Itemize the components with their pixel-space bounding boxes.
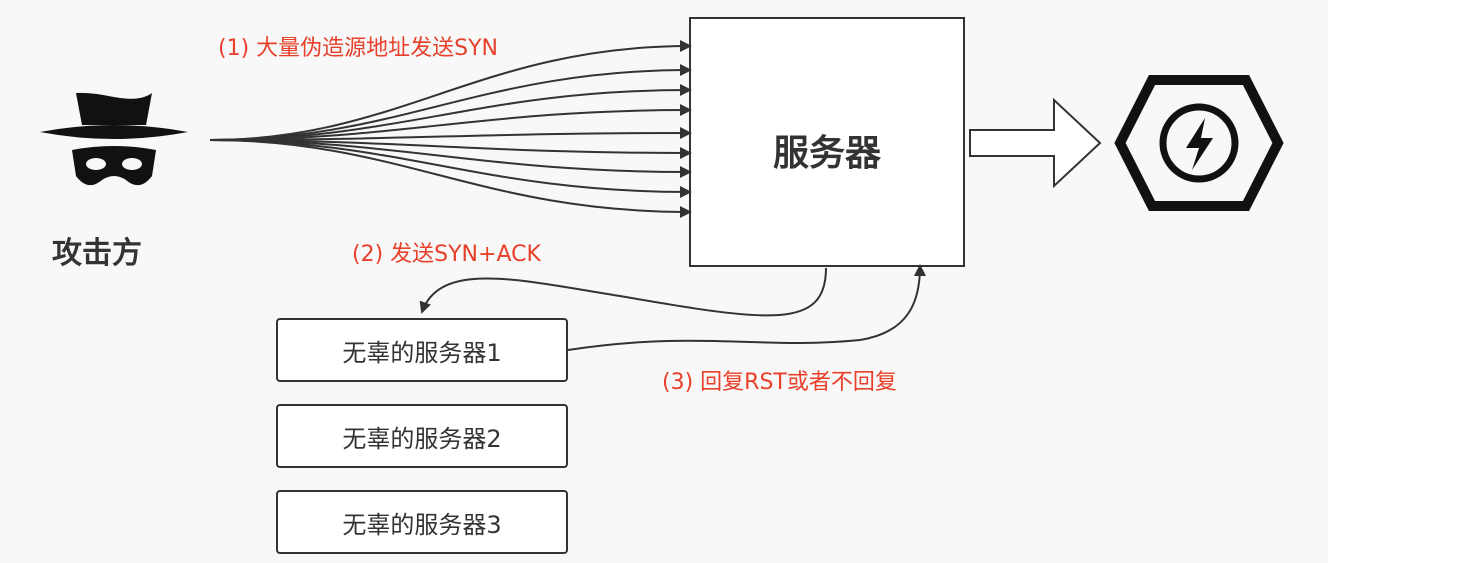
syn-arrow-8	[209, 139, 692, 198]
server-box	[689, 17, 965, 267]
lightning-hexagon-icon	[1114, 75, 1284, 211]
attacker-label: 攻击方	[52, 236, 142, 271]
server-label: 服务器	[772, 133, 881, 174]
syn-arrow-1	[209, 40, 692, 141]
innocent-server-3: 无辜的服务器3	[276, 490, 568, 554]
diagram-background	[0, 0, 1328, 563]
step2-label: (2) 发送SYN+ACK	[352, 242, 541, 267]
syn-arrows	[209, 40, 692, 218]
syn-arrow-7	[209, 139, 692, 178]
innocent-server-2: 无辜的服务器2	[276, 404, 568, 468]
step1-label: (1) 大量伪造源地址发送SYN	[218, 36, 499, 61]
syn-arrow-5	[209, 127, 692, 141]
syn-arrow-2	[209, 64, 692, 141]
rst-arrow	[567, 264, 926, 351]
syn-arrow-3	[209, 84, 692, 141]
synack-arrow	[419, 267, 827, 317]
spy-hat-icon	[40, 92, 188, 186]
syn-arrow-9	[209, 139, 692, 218]
syn-arrow-4	[209, 104, 692, 141]
step3-label: (3) 回复RST或者不回复	[662, 370, 897, 395]
innocent-server-1: 无辜的服务器1	[276, 318, 568, 382]
block-arrow	[969, 97, 1102, 189]
